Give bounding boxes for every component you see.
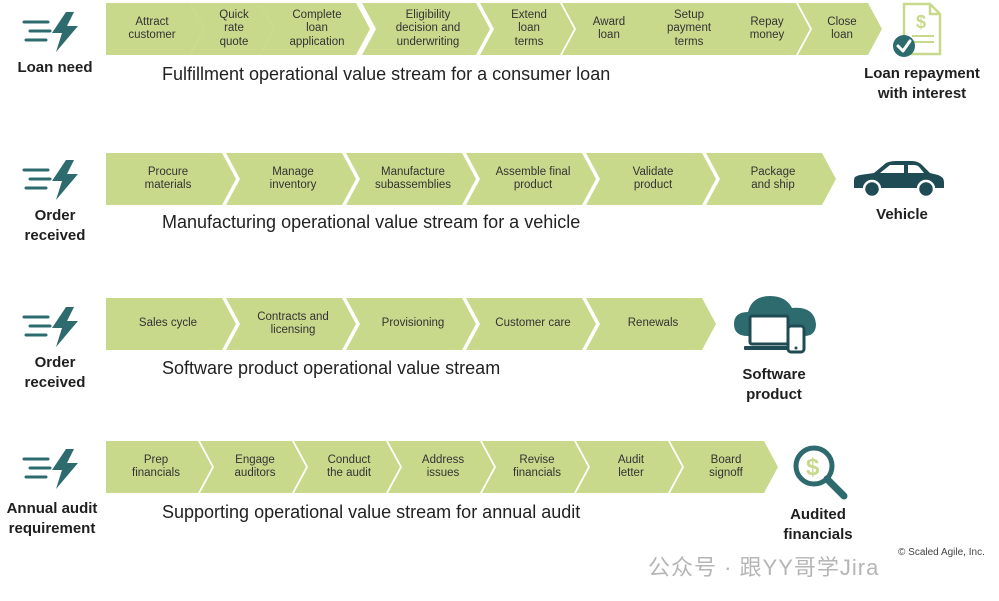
step-chevron: Quick rate quote (190, 3, 274, 55)
stream-caption: Software product operational value strea… (162, 358, 501, 378)
step-chevron: Sales cycle (106, 298, 236, 350)
step-chevron: Conduct the audit (294, 441, 400, 493)
step-label: Package and ship (750, 165, 796, 192)
step-chevron: Procure materials (106, 153, 236, 205)
step-label: Complete loan application (289, 8, 345, 48)
cloud-devices-icon (734, 296, 816, 354)
lightning-icon (22, 449, 78, 489)
step-chevron: Validate product (586, 153, 716, 205)
lightning-icon (22, 307, 78, 347)
copyright-text: © Scaled Agile, Inc. (898, 547, 985, 558)
lightning-icon (22, 12, 78, 52)
magnifier-dollar-icon: $ (793, 445, 848, 500)
step-chevron: Package and ship (706, 153, 836, 205)
lightning-icon (22, 160, 78, 200)
step-chevron: Customer care (466, 298, 596, 350)
step-chevron: Prep financials (106, 441, 212, 493)
step-chevron: Close loan (798, 3, 882, 55)
step-label: Customer care (495, 317, 571, 330)
step-chevron: Board signoff (670, 441, 778, 493)
step-chevron: Attract customer (106, 3, 204, 55)
svg-text:$: $ (806, 454, 820, 481)
step-label: Validate product (632, 165, 674, 192)
step-label: Sales cycle (138, 317, 198, 330)
step-label: Attract customer (128, 15, 176, 42)
step-chevron: Assemble final product (466, 153, 596, 205)
step-label: Eligibility decision and underwriting (395, 8, 461, 48)
step-chevron: Extend loan terms (480, 3, 574, 55)
step-chevron: Repay money (720, 3, 810, 55)
step-label: Setup payment terms (666, 8, 712, 48)
step-label: Revise financials (513, 453, 561, 480)
step-chevron: Engage auditors (200, 441, 306, 493)
step-chevron: Revise financials (482, 441, 588, 493)
stream-caption: Fulfillment operational value stream for… (162, 64, 611, 84)
step-label: Engage auditors (234, 453, 276, 480)
stream-caption: Manufacturing operational value stream f… (162, 212, 581, 232)
step-label: Prep financials (132, 453, 180, 480)
trigger-label: Order received (24, 207, 86, 244)
step-label: Renewals (627, 317, 679, 330)
step-label: Quick rate quote (219, 8, 249, 48)
step-chevron: Eligibility decision and underwriting (362, 3, 490, 55)
step-label: Award loan (592, 15, 626, 42)
step-label: Contracts and licensing (257, 310, 329, 337)
step-chevron: Provisioning (346, 298, 476, 350)
step-chevron: Address issues (388, 441, 494, 493)
watermark: 公众号 · 跟YY哥学Jira (648, 555, 880, 580)
step-chevron: Manage inventory (226, 153, 356, 205)
trigger-label: Loan need (17, 59, 93, 76)
step-label: Conduct the audit (326, 453, 372, 480)
trigger-label: Annual audit requirement (6, 500, 98, 537)
trigger-label: Order received (24, 354, 86, 391)
outcome-label: Vehicle (876, 206, 928, 223)
svg-text:$: $ (916, 12, 926, 32)
step-chevron: Audit letter (576, 441, 682, 493)
step-chevron: Manufacture subassemblies (346, 153, 476, 205)
step-label: Close loan (827, 15, 857, 42)
step-label: Assemble final product (495, 165, 571, 192)
step-label: Extend loan terms (511, 8, 547, 48)
outcome-label: Software product (742, 366, 806, 403)
step-label: Board signoff (709, 453, 743, 480)
step-label: Audit letter (617, 453, 645, 480)
outcome-label: Audited financials (783, 506, 853, 543)
outcome-label: Loan repayment with interest (864, 65, 980, 102)
step-label: Repay money (749, 15, 785, 42)
step-chevron: Award loan (562, 3, 652, 55)
step-label: Provisioning (381, 317, 445, 330)
stream-caption: Supporting operational value stream for … (162, 502, 581, 522)
step-label: Procure materials (144, 165, 192, 192)
step-label: Manage inventory (269, 165, 317, 192)
step-label: Address issues (421, 453, 465, 480)
step-chevron: Complete loan application (260, 3, 370, 55)
step-chevron: Setup payment terms (636, 3, 738, 55)
step-chevron: Contracts and licensing (226, 298, 356, 350)
car-icon (854, 161, 944, 199)
step-label: Manufacture subassemblies (374, 165, 452, 192)
step-chevron: Renewals (586, 298, 716, 350)
document-check-icon: $ (893, 2, 942, 57)
